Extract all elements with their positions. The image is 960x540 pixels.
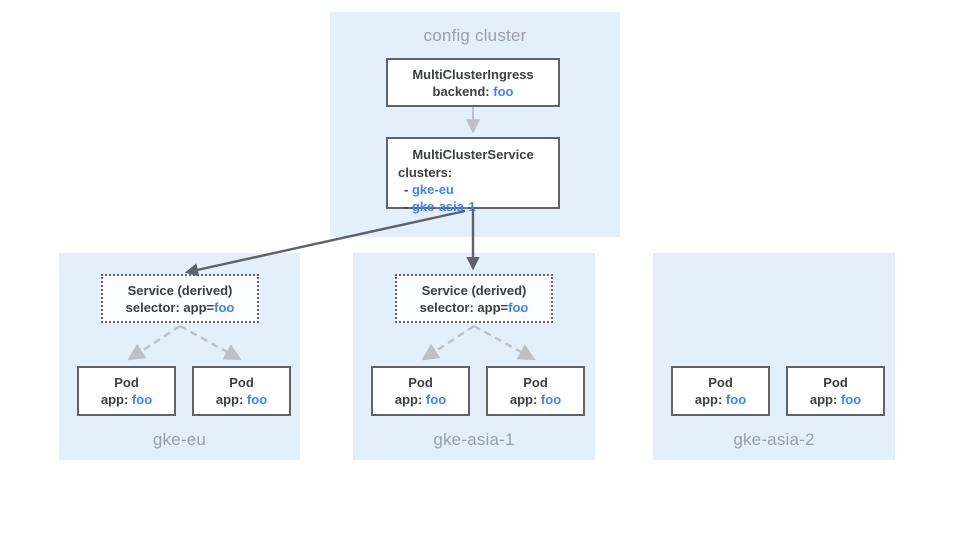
multiclusterservice-clusters-label: clusters:: [398, 165, 453, 180]
multiclusterservice-cluster-item: - gke-eu: [388, 181, 558, 198]
derived-service-selector-label: selector: app=: [125, 299, 215, 315]
pod-title: Pod: [708, 375, 733, 390]
multiclusterservice-cluster-name: gke-asia-1: [411, 199, 476, 214]
pod-label-key: app:: [394, 392, 423, 407]
pod-box[interactable]: Pod app: foo: [192, 366, 291, 416]
pod-label-key: app:: [694, 392, 723, 407]
derived-service-box-gke-eu[interactable]: Service (derived) selector: app=foo: [101, 274, 259, 323]
derived-service-title: Service (derived): [127, 282, 233, 298]
pod-label-row: app: foo: [395, 391, 446, 408]
list-dash: -: [404, 182, 409, 197]
multiclusterservice-cluster-item: - gke-asia-1: [388, 198, 558, 215]
panel-label-gke-eu: gke-eu: [152, 430, 207, 449]
derived-service-selector-label: selector: app=: [419, 299, 509, 315]
multiclusteringress-backend-value: foo: [493, 83, 514, 99]
pod-title: Pod: [523, 375, 548, 390]
panel-gke-asia-2: gke-asia-2: [653, 253, 895, 460]
pod-box[interactable]: Pod app: foo: [671, 366, 770, 416]
pod-label-value: foo: [425, 392, 447, 407]
derived-service-title: Service (derived): [421, 282, 527, 298]
pod-label-value: foo: [246, 392, 268, 407]
pod-label-key: app:: [100, 392, 129, 407]
multiclusteringress-kind: MultiClusterIngress: [412, 66, 534, 82]
pod-title: Pod: [408, 375, 433, 390]
pod-title: Pod: [114, 375, 139, 390]
derived-service-box-gke-asia-1[interactable]: Service (derived) selector: app=foo: [395, 274, 553, 323]
pod-label-row: app: foo: [101, 391, 152, 408]
pod-label-value: foo: [725, 392, 747, 407]
list-dash: -: [404, 199, 409, 214]
derived-service-selector: selector: app=foo: [126, 299, 235, 316]
pod-box[interactable]: Pod app: foo: [786, 366, 885, 416]
multiclusterservice-kind: MultiClusterService: [412, 147, 534, 162]
panel-label-gke-asia-2: gke-asia-2: [733, 430, 815, 449]
pod-label-row: app: foo: [510, 391, 561, 408]
pod-label-row: app: foo: [216, 391, 267, 408]
panel-label-config-cluster: config cluster: [423, 26, 527, 45]
pod-title: Pod: [229, 375, 254, 390]
derived-service-selector-value: foo: [508, 299, 529, 315]
panel-label-gke-asia-1: gke-asia-1: [433, 430, 515, 449]
multiclusterservice-cluster-name: gke-eu: [411, 182, 454, 197]
pod-box[interactable]: Pod app: foo: [371, 366, 470, 416]
pod-label-row: app: foo: [810, 391, 861, 408]
multiclusteringress-backend: backend: foo: [433, 83, 514, 100]
multiclusteringress-box[interactable]: MultiClusterIngress backend: foo: [386, 58, 560, 107]
pod-label-key: app:: [509, 392, 538, 407]
pod-title: Pod: [823, 375, 848, 390]
multiclusterservice-box[interactable]: MultiClusterService clusters: - gke-eu -…: [386, 137, 560, 214]
pod-label-row: app: foo: [695, 391, 746, 408]
pod-label-value: foo: [840, 392, 862, 407]
derived-service-selector-value: foo: [214, 299, 235, 315]
derived-service-selector: selector: app=foo: [420, 299, 529, 316]
pod-box[interactable]: Pod app: foo: [486, 366, 585, 416]
pod-label-value: foo: [540, 392, 562, 407]
pod-box[interactable]: Pod app: foo: [77, 366, 176, 416]
pod-label-key: app:: [215, 392, 244, 407]
panel-gke-asia-1: gke-asia-1: [353, 253, 595, 460]
pod-label-key: app:: [809, 392, 838, 407]
pod-label-value: foo: [131, 392, 153, 407]
multiclusteringress-backend-label: backend:: [432, 83, 490, 99]
